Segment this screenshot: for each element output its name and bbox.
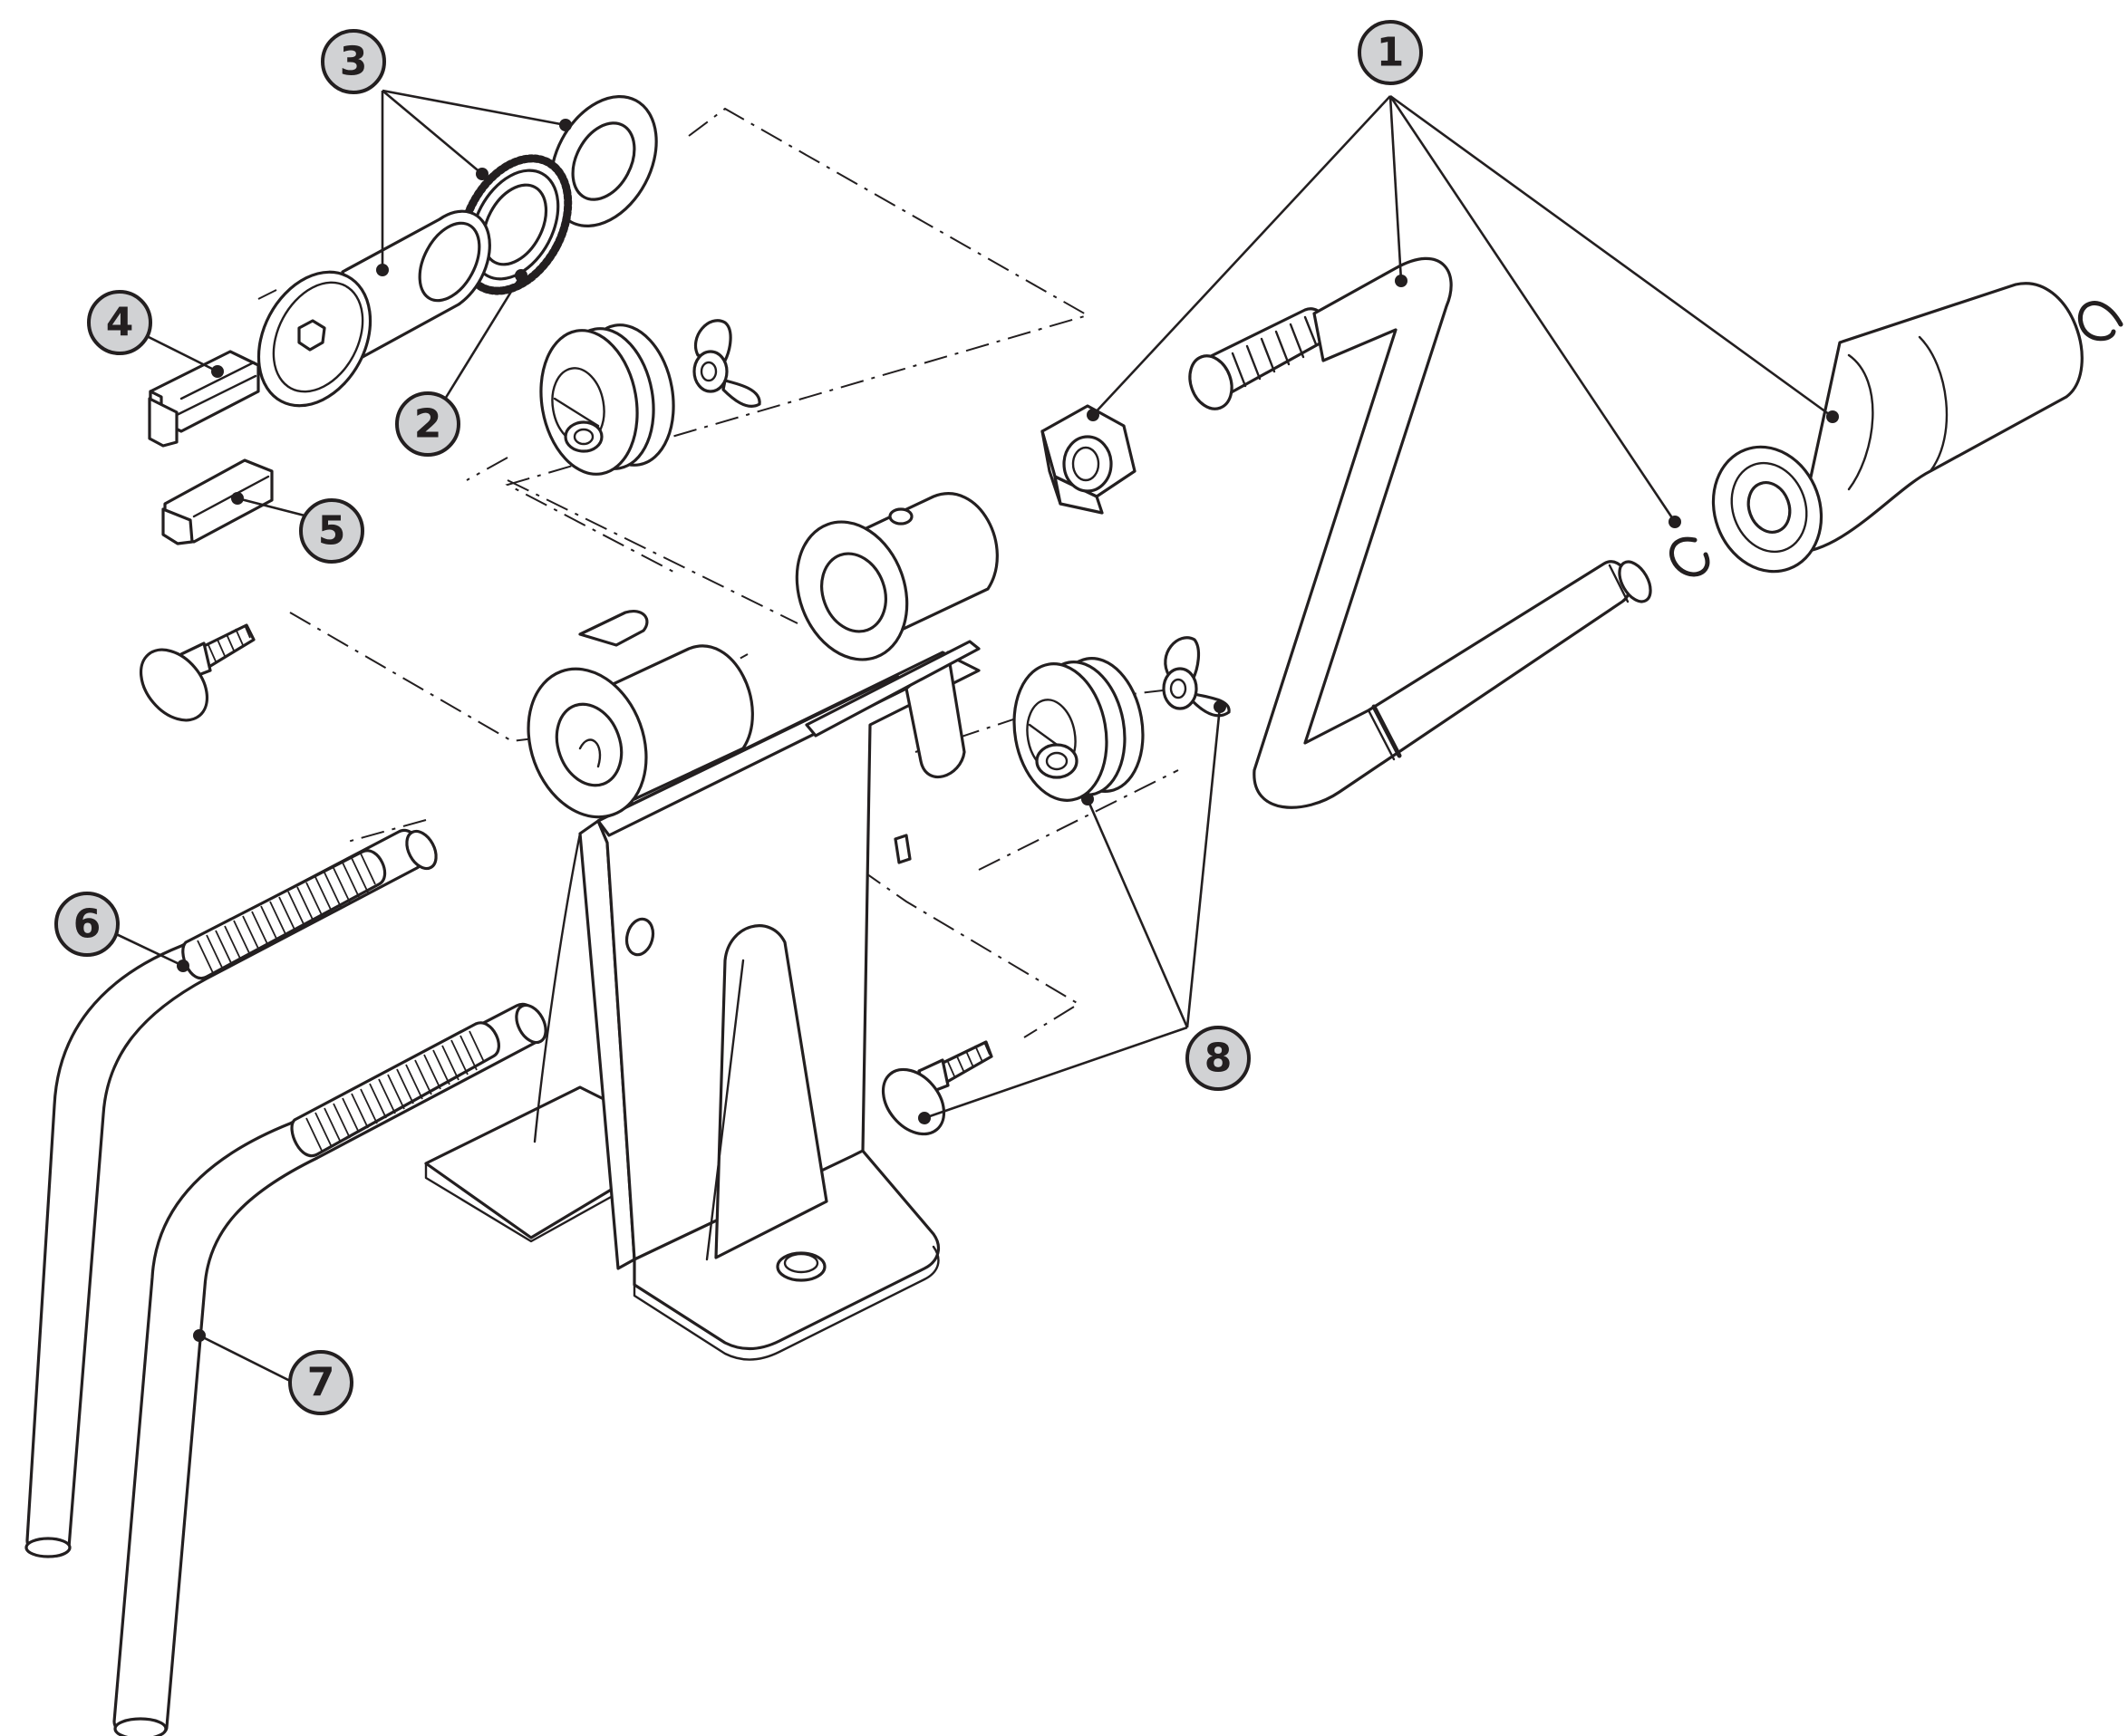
- threaded-crank-rod-7: [112, 1002, 547, 1736]
- lower-carriage-bolt: [881, 1040, 993, 1136]
- callout-5-label: 5: [318, 508, 346, 555]
- callout-7-label: 7: [307, 1360, 335, 1406]
- upper-cylinder-boss: [795, 492, 999, 661]
- upper-pulley: [539, 323, 675, 476]
- callout-1-label: 1: [1377, 30, 1405, 76]
- threaded-crank-rod-6: [24, 828, 438, 1558]
- leader-lines: [110, 89, 1833, 1383]
- hex-coupling-nut-short: [161, 458, 274, 545]
- hex-socket-shaft: [256, 209, 491, 408]
- z-handle-crank: [1188, 256, 1652, 809]
- upper-wing-nut: [692, 319, 761, 408]
- circlip-front: [1669, 536, 1710, 577]
- flat-washer: [549, 94, 658, 228]
- callout-2: 2: [395, 391, 460, 457]
- lower-pulley: [1012, 657, 1145, 802]
- lower-cylinder-boss: [527, 644, 754, 819]
- callout-2-label: 2: [414, 401, 442, 448]
- callout-4: 4: [87, 290, 152, 355]
- circlip-rear: [2077, 301, 2123, 342]
- main-bracket: [424, 610, 981, 1361]
- callout-8: 8: [1185, 1026, 1251, 1091]
- crank-hex-nut: [1040, 404, 1137, 515]
- callout-4-label: 4: [106, 300, 134, 346]
- lower-wing-nut: [1162, 636, 1231, 718]
- callout-3-label: 3: [340, 39, 368, 85]
- hex-coupling-nut-long: [148, 350, 260, 448]
- leader-dots: [177, 119, 1839, 1342]
- callout-8-label: 8: [1204, 1036, 1233, 1082]
- callout-7: 7: [288, 1350, 353, 1415]
- upper-carriage-bolt: [139, 623, 256, 722]
- callout-3: 3: [321, 29, 386, 94]
- callout-6-label: 6: [73, 902, 102, 948]
- callout-5: 5: [299, 498, 364, 564]
- handle-grip: [1711, 282, 2084, 574]
- callout-6: 6: [54, 892, 120, 957]
- callout-1: 1: [1358, 20, 1423, 85]
